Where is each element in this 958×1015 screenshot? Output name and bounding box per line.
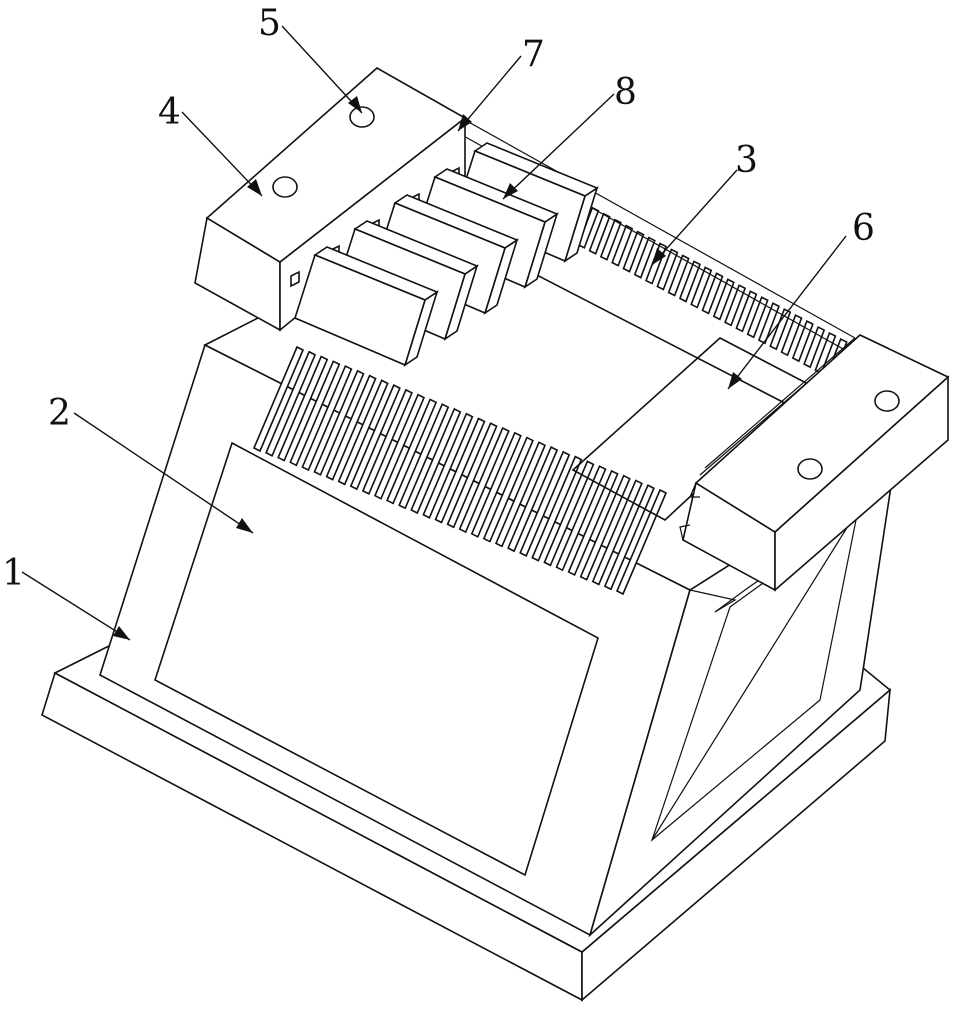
callout-label-6: 6 [852, 208, 875, 249]
callout-4: 4 [158, 92, 262, 196]
callout-label-5: 5 [258, 3, 281, 44]
right-hole-front [798, 459, 822, 479]
callout-label-3: 3 [735, 140, 758, 181]
callout-label-4: 4 [158, 92, 181, 133]
callout-label-2: 2 [48, 393, 71, 434]
callout-3: 3 [652, 140, 758, 265]
mounting-hole-top [350, 107, 374, 127]
callout-1: 1 [2, 553, 130, 640]
mounting-hole-front [273, 177, 297, 197]
right-hole-top [875, 391, 899, 411]
callout-label-1: 1 [2, 553, 25, 594]
callout-label-8: 8 [614, 72, 637, 113]
callout-7: 7 [458, 34, 545, 131]
callout-5: 5 [258, 3, 362, 113]
callout-label-7: 7 [522, 34, 545, 75]
